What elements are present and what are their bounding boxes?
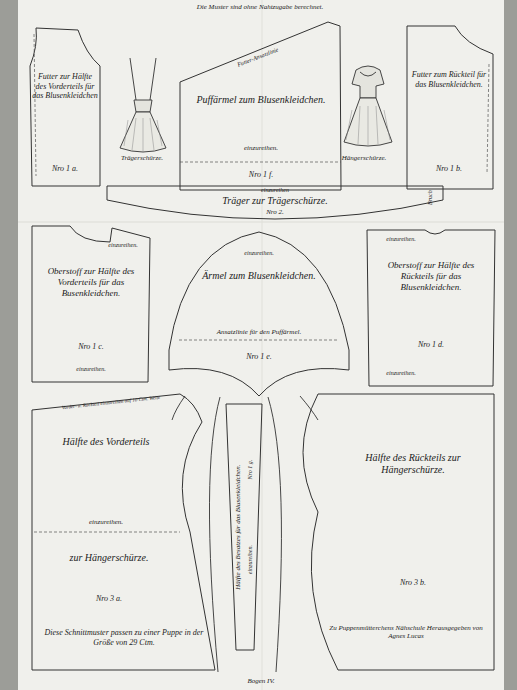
pattern-text: Zu Puppenmütterchens Nähschule Herausgeg… [322, 624, 490, 641]
dress-illustration [344, 66, 392, 146]
piece-label: Hälfte des Besatzes für das Blusenkleidc… [234, 427, 242, 627]
apron-illustration [120, 58, 166, 152]
piece-label: Oberstoff zur Hälfte des Vorderteils für… [38, 266, 144, 298]
pattern-text: Ansatzlinie für den Puffärmel. [187, 328, 331, 336]
piece-label: Träger zur Trägerschürze. [145, 195, 405, 207]
piece-label: Vorder- u. Rückteil einzureihen auf 10 C… [36, 392, 186, 414]
piece-outline [224, 402, 264, 652]
piece-outline [178, 20, 343, 192]
pattern-outline [172, 396, 318, 420]
pattern-piece: Futter-AnsatzliniePuffärmel zum Blusenkl… [178, 20, 343, 192]
pattern-text: Bruch [427, 184, 434, 212]
piece-label: Hälfte des Rückteils zur Hängerschürze. [338, 452, 488, 476]
piece-label: Puffärmel zum Blusenkleidchen. [194, 94, 328, 106]
pattern-piece: Futter zum Rückteil für das Blusenkleidc… [405, 24, 497, 192]
pattern-text: einzureihen. [247, 530, 254, 590]
pattern-outline [209, 397, 281, 672]
piece-label: Futter-Ansatzlinie [208, 36, 308, 80]
pattern-text: Nro 1 c. [38, 342, 144, 352]
piece-outline [365, 228, 497, 388]
pattern-piece: einzureihen. Oberstoff zur Hälfte des Vor… [30, 224, 152, 384]
piece-label: einzureihen. [371, 236, 431, 243]
pattern-text: Bogen IV. [226, 677, 296, 685]
pattern-text: Nro 1 d. [373, 340, 489, 350]
pattern-text: Nro 3 a. [44, 594, 174, 604]
piece-label: Futter zum Rückteil für das Blusenkleidc… [411, 70, 487, 89]
pattern-piece: einzureihenTräger zur Trägerschürze.Nro … [105, 184, 445, 226]
pattern-text: einzureihen. [38, 366, 144, 373]
pattern-text: Nro 2. [225, 208, 325, 216]
pattern-text: Trägerschürze. [106, 154, 178, 162]
pattern-piece: Vorder- u. Rückteil einzureihen auf 10 C… [30, 392, 220, 672]
piece-label: zur Hängerschürze. [44, 552, 174, 564]
pattern-text: einzureihen. [371, 370, 431, 377]
fold-line [18, 222, 504, 223]
piece-label: Hälfte des Vorderteils [44, 436, 168, 448]
pattern-text: Nro 1 f. [198, 170, 324, 180]
piece-label: einzureihen. [223, 250, 295, 257]
piece-label: einzureihen. [100, 242, 146, 249]
pattern-text: Nro 1 a. [32, 164, 98, 174]
pattern-text: einzureihen. [44, 518, 168, 526]
pattern-text: Die Muster sind ohne Nahtzugabe berechne… [60, 3, 460, 11]
piece-label: einzureihen [225, 187, 325, 194]
pattern-text: Nro 1 e. [225, 352, 293, 362]
piece-label: Oberstoff zur Hälfte des Rückteils für d… [373, 260, 489, 292]
paper-sheet [18, 0, 504, 690]
pattern-text: einzureihen. [198, 144, 324, 152]
pattern-text: Diese Schnittmuster passen zu einer Pupp… [38, 628, 210, 647]
pattern-piece: Futter zur Hälfte des Vorderteils für da… [28, 26, 102, 190]
pattern-text: Nro 3 b. [338, 578, 488, 588]
piece-label: Futter zur Hälfte des Vorderteils für da… [32, 72, 98, 101]
pattern-piece: einzureihen. Ärmel zum Blusenkleidchen. An… [165, 228, 353, 398]
pattern-piece: Hälfte des Besatzes für das Blusenkleidc… [224, 402, 264, 652]
pattern-piece: einzureihen. Oberstoff zur Hälfte des Rüc… [365, 228, 497, 388]
pattern-piece: Hälfte des Rückteils zur Hängerschürze. N… [278, 392, 496, 672]
pattern-text: Hängerschürze. [326, 154, 402, 162]
pattern-text: Nro 1 b. [411, 164, 487, 174]
pattern-text: Nro 1 g. [247, 440, 254, 500]
piece-label: Ärmel zum Blusenkleidchen. [195, 270, 323, 282]
